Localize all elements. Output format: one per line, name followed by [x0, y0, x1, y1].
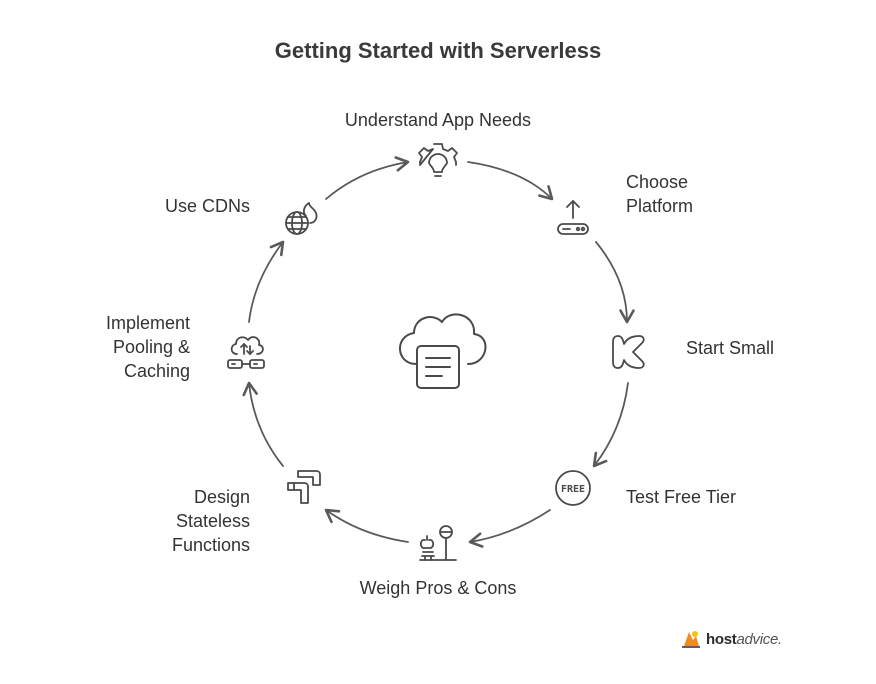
gear-bulb-icon [418, 143, 458, 177]
step-label-weigh: Weigh Pros & Cons [318, 576, 558, 600]
step-label-line: Weigh Pros & Cons [359, 578, 517, 598]
step-label-line: Design [193, 487, 250, 507]
arrow-start-to-test [592, 382, 629, 468]
step-label-line: Understand App Needs [344, 110, 532, 130]
logo-mark-icon [682, 631, 700, 648]
arrow-choose-to-start [595, 241, 635, 324]
cycle-arrows [242, 156, 635, 548]
hostadvice-logo: hostadvice. [680, 628, 782, 650]
function-blocks-icon [287, 470, 321, 504]
cloud-document-icon [399, 313, 487, 389]
step-label-line: Platform [626, 196, 694, 216]
free-badge-icon: FREE [555, 470, 591, 506]
step-label-start: Start Small [686, 336, 774, 360]
step-label-line: Caching [123, 361, 190, 381]
arrow-pool-to-cdn [248, 240, 285, 323]
arrow-design-to-pool [242, 381, 284, 467]
step-label-line: Choose [626, 172, 689, 192]
arrow-test-to-weigh [468, 509, 551, 548]
step-label-line: Use CDNs [164, 196, 250, 216]
step-label-test: Test Free Tier [626, 485, 736, 509]
arrow-understand-to-choose [467, 161, 554, 201]
free-badge-text: FREE [561, 484, 585, 495]
step-label-understand: Understand App Needs [318, 108, 558, 132]
step-label-line: Implement [105, 313, 190, 333]
step-label-line: Functions [171, 535, 250, 555]
step-label-line: Start Small [686, 338, 775, 358]
step-label-line: Pooling & [112, 337, 190, 357]
globe-flame-icon [285, 202, 318, 235]
logo-text: hostadvice. [706, 631, 782, 648]
step-label-line: Test Free Tier [626, 487, 737, 507]
scale-icon [419, 525, 457, 561]
diagram-title: Getting Started with Serverless [274, 38, 602, 63]
cloud-sync-icon [227, 336, 265, 369]
arrow-cdn-to-understand [325, 156, 410, 200]
upload-router-icon [557, 200, 589, 235]
arrow-weigh-to-design [324, 508, 409, 543]
step-label-pool: Implement Pooling & Caching [40, 311, 190, 383]
step-label-design: Design Stateless Functions [100, 485, 250, 557]
step-label-line: Stateless [175, 511, 250, 531]
step-label-cdn: Use CDNs [100, 194, 250, 218]
logo-text-light: advice. [736, 630, 782, 648]
logo-text-bold: host [706, 630, 737, 648]
kubernetes-k-icon [612, 335, 645, 369]
step-label-choose: Choose Platform [626, 170, 693, 218]
